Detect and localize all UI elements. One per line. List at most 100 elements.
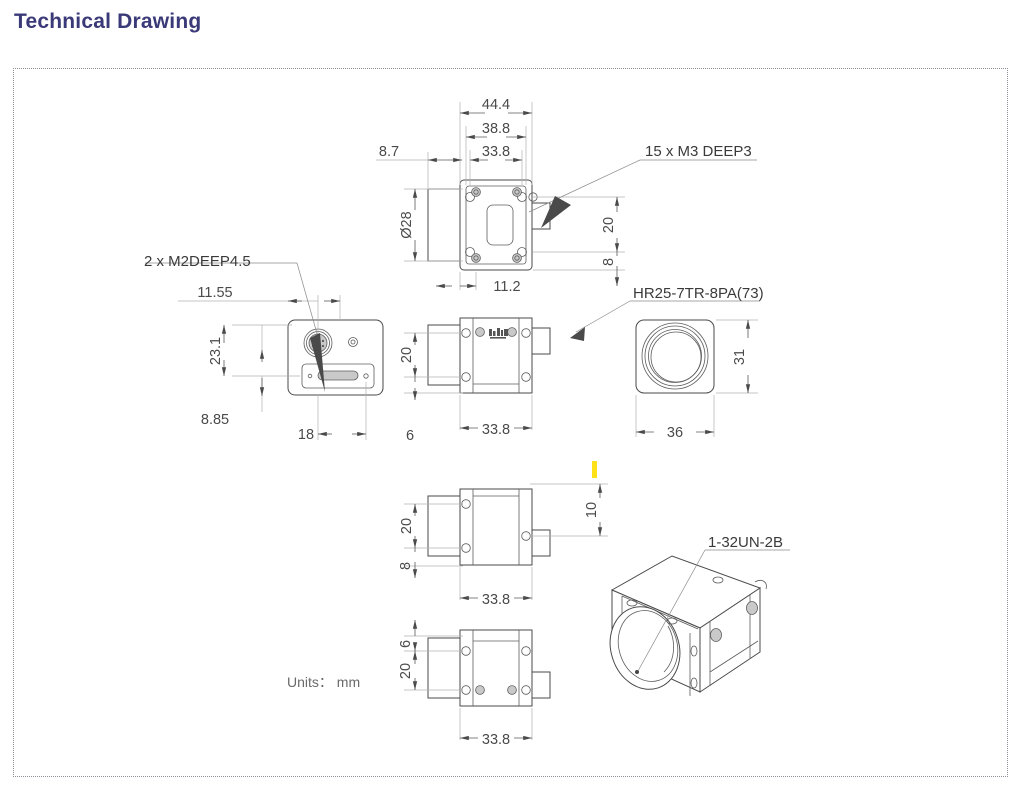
bottom-view-connector-stub xyxy=(531,671,551,699)
callout-connector: HR25-7TR-8PA(73) xyxy=(570,285,764,341)
side1-connector-stub xyxy=(531,327,551,355)
dim-label-8-85: 8.85 xyxy=(201,412,229,428)
dim-label-33-8-side1: 33.8 xyxy=(482,422,510,438)
dim-label-11-2: 11.2 xyxy=(493,279,520,295)
top-view-center-cutout xyxy=(486,204,514,246)
dim-38-8: 38.8 xyxy=(466,121,526,140)
iso-lens-edge xyxy=(663,625,674,673)
dim-label-8-side2: 8 xyxy=(398,562,414,570)
dim-label-20-side2: 20 xyxy=(399,518,415,534)
iso-connector-stub xyxy=(754,580,767,590)
dim-8-side2: 8 xyxy=(398,548,418,578)
bottom-view-body xyxy=(459,629,533,707)
iso-top-hole-1 xyxy=(712,576,724,584)
dim-8-85: 8.85 xyxy=(201,350,265,428)
dim-label-31: 31 xyxy=(732,349,748,365)
callout-label-connector: HR25-7TR-8PA(73) xyxy=(633,285,764,302)
bottom-view-threaded-holes xyxy=(475,685,517,695)
front-view-aperture xyxy=(650,331,702,383)
front-view-extension-lines xyxy=(635,319,758,437)
iso-front-hole-2 xyxy=(690,677,698,689)
dim-label-20-topview: 20 xyxy=(601,217,617,233)
top-view-threaded-holes xyxy=(471,187,522,263)
iso-top-hole-2 xyxy=(626,599,638,607)
back-view-led-inner xyxy=(350,339,356,345)
bottom-view-lens-barrel xyxy=(427,637,461,699)
dim-label-33-8-bottom: 33.8 xyxy=(482,732,510,748)
side1-hole-br xyxy=(521,372,531,382)
back-view-slot-recess xyxy=(301,363,375,389)
dim-11-55: 11.55 xyxy=(197,285,340,304)
callout-lens-thread: 1-32UN-2B xyxy=(637,534,790,672)
side1-threaded-holes xyxy=(475,327,517,337)
dim-label-18: 18 xyxy=(298,427,314,443)
top-view-hole-bl xyxy=(465,247,475,257)
dim-33-8-top: 33.8 xyxy=(470,144,522,163)
dim-31: 31 xyxy=(732,320,751,393)
side2-body xyxy=(459,488,533,566)
dim-label-33-8-top: 33.8 xyxy=(482,144,510,160)
dim-label-36: 36 xyxy=(667,425,683,441)
side1-lens-barrel xyxy=(427,324,461,386)
dim-44-4: 44.4 xyxy=(460,97,532,116)
page-title: Technical Drawing xyxy=(14,10,202,33)
view-back xyxy=(287,319,384,396)
dim-36: 36 xyxy=(636,425,714,441)
view-top xyxy=(427,179,551,271)
dim-20-topview: 20 xyxy=(601,197,620,252)
dim-label-6-side1: 6 xyxy=(406,428,414,444)
dim-label-6-bottom: 6 xyxy=(398,640,414,648)
front-view-ring-outer xyxy=(641,322,709,390)
dim-33-8-bottom: 33.8 xyxy=(460,732,532,748)
back-view-screw-left xyxy=(307,373,313,379)
dim-label-11-55: 11.55 xyxy=(197,285,232,301)
top-view-hole-tl xyxy=(465,192,475,202)
dim-6-side1: 6 xyxy=(406,377,418,444)
bottom-view-hole-tr xyxy=(521,646,531,656)
view-side-2 xyxy=(427,488,551,566)
top-view-hole-tr xyxy=(517,192,527,202)
iso-lens-inner xyxy=(617,610,679,682)
iso-top-hole-3 xyxy=(666,617,678,625)
dim-label-20-side1: 20 xyxy=(399,347,415,363)
dim-6-bottom: 6 xyxy=(398,620,418,651)
dim-label-10: 10 xyxy=(584,502,600,518)
dim-33-8-side2: 33.8 xyxy=(460,592,532,608)
dim-label-8-topview: 8 xyxy=(601,258,617,266)
iso-front-hole-1 xyxy=(690,645,698,657)
bottom-view-hole-br xyxy=(521,685,531,695)
top-view-hole-br xyxy=(517,247,527,257)
side2-lens-barrel xyxy=(427,495,461,557)
back-view-slot xyxy=(317,370,359,381)
dim-23-1: 23.1 xyxy=(208,325,227,376)
callout-label-m3-deep3: 15 x M3 DEEP3 xyxy=(645,143,752,160)
front-view-ring-mid xyxy=(644,325,706,387)
dim-label-dia-28: Ø28 xyxy=(399,211,415,238)
side1-brand-marking xyxy=(489,328,508,339)
dim-11-2: 11.2 xyxy=(436,279,521,295)
side1-body xyxy=(459,317,533,394)
dim-20-side2: 20 xyxy=(399,504,418,548)
dim-10: 10 xyxy=(584,484,603,536)
dim-20-side1: 20 xyxy=(399,333,418,377)
dim-dia-28: Ø28 xyxy=(399,189,418,261)
dim-label-33-8-side2: 33.8 xyxy=(482,592,510,608)
dim-8-topview: 8 xyxy=(601,252,620,286)
dim-label-8-7: 8.7 xyxy=(379,144,399,160)
units-label: Units： mm xyxy=(287,674,360,690)
callout-m2-deep45: 2 x M2DEEP4.5 xyxy=(144,253,325,392)
front-view-ring-inner xyxy=(648,329,702,383)
callout-label-m2-deep45: 2 x M2DEEP4.5 xyxy=(144,253,251,270)
dim-8-7: 8.7 xyxy=(376,144,462,163)
iso-right-face xyxy=(699,587,761,693)
dim-label-20-bottom: 20 xyxy=(398,663,414,679)
back-view-led-outer xyxy=(348,337,358,347)
callout-label-lens-thread: 1-32UN-2B xyxy=(708,534,783,551)
top-view-inner-frame xyxy=(465,185,527,265)
view-bottom xyxy=(427,629,551,707)
dim-20-bottom: 20 xyxy=(398,651,418,690)
view-front xyxy=(635,319,715,394)
side2-connector-stub xyxy=(531,529,551,557)
view-side-1 xyxy=(427,317,551,394)
